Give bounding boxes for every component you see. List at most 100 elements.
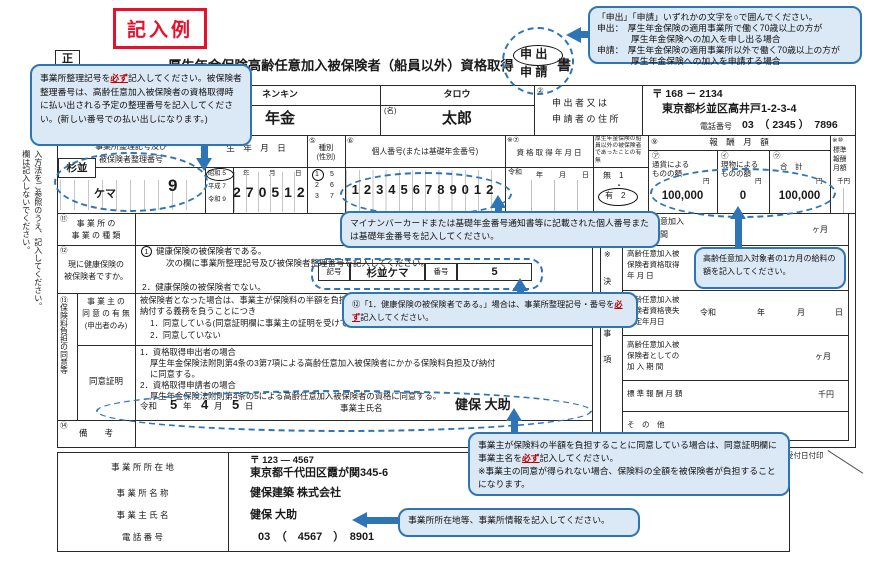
history-no: 無 1 [603, 171, 624, 180]
company-tel-label: 電 話 番 号 [121, 532, 164, 542]
consent-text2: 納付する義務を負うことにつき [140, 306, 257, 316]
kigo-value: 杉並ケマ [366, 267, 409, 279]
loss-day-unit: 日 [835, 308, 843, 317]
callout6-t1: 事業主が保険料の半額を負担することに同意している場合は、同意証明欄に事業主名を [478, 440, 777, 463]
company-owner: 健保 大助 [250, 509, 298, 521]
line [593, 135, 594, 213]
addr-label1: 申 出 者 又 は [552, 98, 608, 108]
proof-label: 同意証明 [88, 376, 123, 386]
callout-office-info: 事業所所在地等、事業所情報を記入してください。 [398, 508, 640, 537]
callout-my-number: マイナンバーカードまたは基礎年金番号通知書等に記載された個人番号または基礎年金番… [340, 211, 660, 248]
arrow-stem [366, 517, 398, 524]
field10-label: 標準報酬月額 [833, 147, 847, 172]
field9-label: 報 酬 月 額 [709, 137, 769, 147]
mei-label: (名) [384, 106, 397, 115]
proof-highlight-oval [96, 390, 592, 432]
callout4-em: 必ず [352, 300, 623, 322]
line [57, 167, 648, 168]
field12-num: ⑫ [60, 246, 68, 255]
bango-label: 番号 [433, 267, 449, 276]
consent-label2: 同 意 の 有 無 [82, 309, 130, 318]
field14-label: 備 考 [78, 428, 113, 438]
tel-value: 03 （ 2345 ） 7896 [742, 119, 838, 131]
type-opt-7: 7 [330, 193, 334, 200]
line [600, 245, 849, 246]
callout-option-choice: 「申出」「申請」いずれかの文字を○で囲んでください。 申出： 厚生年金保険の適用… [588, 6, 862, 66]
arrow-stem [517, 289, 524, 294]
option-highlight-circle [502, 27, 574, 95]
line [577, 180, 578, 213]
era-selected-circle [206, 168, 234, 181]
bango-value: 5 [491, 266, 498, 278]
rt-r1-label3: 年 月 日 [627, 271, 654, 280]
arrow-to-option [566, 27, 581, 43]
arrow-to-personal-number [490, 195, 506, 208]
callout1-line5: 厚生年金保険への加入を申請する場合 [631, 56, 781, 66]
line [622, 245, 623, 441]
type-opt-5: 5 [330, 171, 334, 178]
rt-r3-label2: 保険者としての [627, 351, 680, 360]
arrow-stem [201, 146, 208, 159]
arrow-stem [580, 31, 590, 38]
acq-month-unit: 月 [559, 172, 566, 179]
stamp-diagonal [827, 450, 864, 474]
loss-year-unit: 年 [757, 308, 765, 317]
field4-label: 生 年 月 日 [226, 143, 286, 153]
line [642, 85, 643, 135]
addr-label2: 申 請 者 の 住 所 [552, 114, 619, 124]
health-opt1-note: 次の欄に事業所整理記号及び被保険者整理番号を記入してください。 [166, 258, 429, 268]
acq-year-unit: 年 [536, 172, 543, 179]
consent-label1: 事 業 主 の [87, 297, 125, 306]
field8-label: 厚生年金保険の船員以外の被保険者であったことの有無 [595, 136, 642, 164]
line [345, 135, 346, 213]
callout4-t1: ⑫「1．健康保険の被保険者である。」場合は、事業所整理記号・番号を [352, 300, 615, 309]
health-opt1-circle: 1 [141, 246, 152, 257]
history-selected-circle [598, 188, 638, 206]
field12-label1: 現に健康保険の [68, 260, 124, 269]
office-code-highlight-oval [54, 152, 208, 212]
arrow-stem [495, 206, 502, 213]
rt-r4-unit: 千円 [818, 390, 834, 399]
loss-month-unit: 月 [797, 308, 805, 317]
field11-label2: 事 業 の 種 類 [71, 231, 121, 240]
line [505, 135, 506, 213]
callout-employer-consent: 事業主が保険料の半額を負担することに同意している場合は、同意証明欄に事業主名を必… [468, 432, 790, 496]
company-block-outline [57, 452, 790, 552]
line [233, 167, 234, 213]
period-unit: ヶ月 [812, 225, 828, 234]
line [135, 293, 136, 420]
field9-num: ⑨ [651, 137, 658, 146]
personal-number-highlight-oval [340, 172, 512, 216]
line [57, 293, 592, 294]
line [648, 150, 830, 151]
field14-num: ⑭ [60, 421, 68, 430]
type-opt-6: 6 [330, 182, 334, 189]
callout7-text: 事業所所在地等、事業所情報を記入してください。 [408, 515, 610, 525]
line [648, 135, 649, 213]
field9a-label2: ものの額 [652, 169, 682, 178]
rt-r3-label1: 高齢任意加入被 [627, 340, 680, 349]
name-sei-value: 年金 [264, 110, 295, 127]
dob-value: 270512 [233, 184, 310, 200]
line [534, 85, 535, 135]
margin-note-left: 欄は記入しないでください。 [21, 150, 31, 254]
arrow-stem [735, 217, 742, 248]
field13-vlabel: ⑬保険料負担の同意等 [59, 296, 69, 374]
arrow-to-office-code [196, 158, 212, 171]
acq-day-unit: 日 [582, 172, 589, 179]
callout2-t1: 事業所整理記号を [40, 73, 111, 83]
callout-salary: 高齢任意加入対象者の1カ月の給料の額を記入してください。 [694, 247, 846, 289]
callout2-t3: 被保険者整理番号は、高齢任意加入被保険者の資格取得時に払い出される予定の整理番号… [40, 73, 242, 124]
field3-label1: 事業所整理記号及び [95, 142, 167, 151]
line [531, 180, 532, 213]
rt-r2-label2: 保険者資格喪失 [627, 306, 680, 315]
rt-r5-label: そ の 他 [627, 420, 665, 429]
field9b-num: ㋑ [721, 151, 729, 160]
tel-label: 電話番号 [700, 122, 732, 131]
health-opt2: 2．健康保険の被保険者でない。 [142, 282, 266, 292]
rt-r3-unit: ヶ月 [815, 352, 831, 361]
callout-health-code: ⑫「1．健康保険の被保険者である。」場合は、事業所整理記号・番号を必ず記入してく… [342, 292, 638, 328]
consent-label3: (申出者のみ) [84, 321, 128, 330]
rt-r1-label2: 保険者資格取得 [627, 260, 680, 269]
era-option-3: 令和 9 [208, 196, 226, 203]
